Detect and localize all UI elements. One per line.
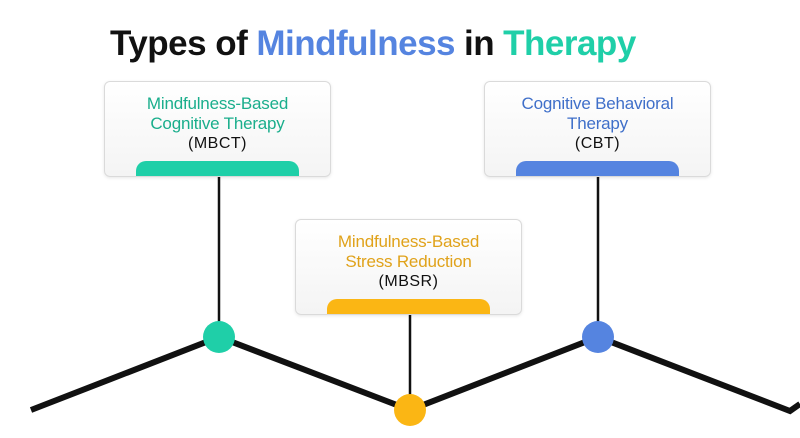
card-mbsr-abbr: (MBSR) — [378, 273, 439, 290]
card-cbt-name-line2: Therapy — [567, 114, 628, 133]
title-segment-types-of: Types of — [110, 24, 248, 63]
zigzag-timeline — [29, 333, 800, 415]
card-mbct-name: Mindfulness-Based Cognitive Therapy — [105, 94, 330, 134]
node-mbsr — [394, 394, 426, 426]
card-mbsr: Mindfulness-Based Stress Reduction (MBSR… — [295, 219, 522, 315]
title-segment-mindfulness: Mindfulness — [256, 24, 456, 63]
card-cbt-color-bar — [516, 161, 679, 176]
card-mbct-name-line2: Cognitive Therapy — [150, 114, 285, 133]
card-cbt-abbr: (CBT) — [574, 135, 621, 152]
card-mbct: Mindfulness-Based Cognitive Therapy (MBC… — [104, 81, 331, 177]
card-mbsr-name-line2: Stress Reduction — [345, 252, 472, 271]
card-cbt-name: Cognitive Behavioral Therapy — [485, 94, 710, 134]
card-mbsr-name: Mindfulness-Based Stress Reduction — [296, 232, 521, 272]
card-mbct-name-line1: Mindfulness-Based — [146, 94, 289, 113]
title-segment-therapy: Therapy — [503, 24, 636, 63]
node-mbct — [203, 321, 235, 353]
card-mbsr-color-bar — [327, 299, 490, 314]
card-mbsr-name-line1: Mindfulness-Based — [337, 232, 480, 251]
card-cbt: Cognitive Behavioral Therapy (CBT) — [484, 81, 711, 177]
card-mbct-abbr: (MBCT) — [188, 135, 247, 152]
node-cbt — [582, 321, 614, 353]
card-cbt-name-line1: Cognitive Behavioral — [521, 94, 674, 113]
card-mbct-color-bar — [136, 161, 299, 176]
title-segment-in: in — [464, 24, 495, 63]
